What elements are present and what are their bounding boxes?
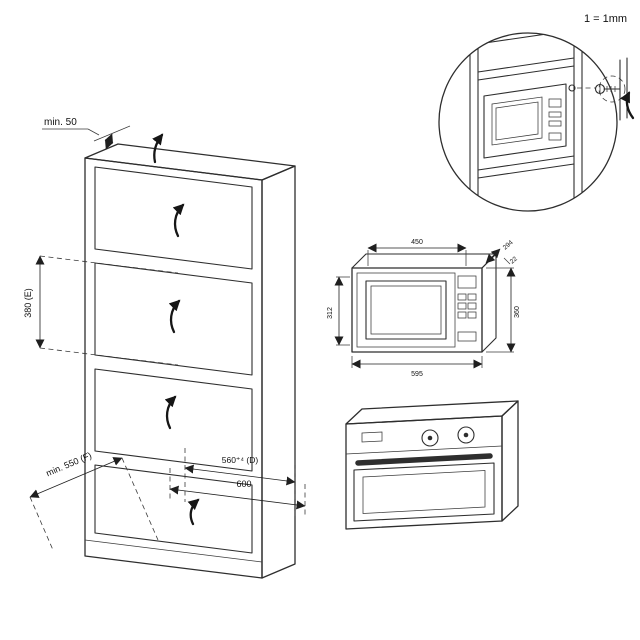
detail-circle-outline (438, 32, 618, 212)
dim-label-niche-height: 380 (E) (23, 288, 33, 318)
mw-iso-control-divider (345, 445, 503, 455)
cabinet-side-face (261, 165, 296, 579)
cabinet-opening-4 (94, 464, 253, 554)
screw-rotation-arrow (620, 91, 635, 120)
knob-icon (421, 429, 439, 447)
dim-line (503, 257, 511, 265)
mw-top-face (351, 253, 497, 269)
mw-control-panel (457, 275, 477, 342)
mw-door-window-inner (370, 285, 442, 335)
mw-iso-door-window (362, 470, 486, 514)
mw-button (457, 311, 467, 319)
extension-line (39, 347, 179, 366)
extension-line (39, 255, 179, 274)
dim-label-mw-left-height: 312 (327, 307, 334, 319)
cabinet-opening-2 (94, 262, 253, 376)
mw-door-window (365, 280, 447, 340)
airflow-arrow-4 (187, 498, 200, 526)
mw-button (467, 311, 477, 319)
dim-label-depth-min: min. 550 (F) (45, 450, 94, 478)
screw-highlight-circle (598, 75, 626, 103)
extension-line (121, 457, 159, 541)
airflow-arrow-2 (168, 299, 181, 334)
mw-front-frame (351, 267, 483, 353)
dimension-mw-top-width: 450 (367, 239, 467, 266)
dim-label-mw-top-width: 450 (411, 239, 423, 246)
mw-button (457, 293, 467, 301)
dim-label-niche-width: 560⁺⁴ (D) (222, 455, 259, 465)
cabinet-front-face (84, 157, 263, 579)
dimension-niche-height: 380 (E) (23, 255, 179, 366)
cabinet-plinth-line (84, 539, 263, 563)
dim-leader (87, 128, 100, 136)
knob-icon (457, 426, 475, 444)
dimension-outer-width: 600 (169, 468, 306, 518)
dimension-depth-min: min. 550 (F) (29, 450, 159, 551)
microwave-front-view: 450 294 22 360 312 595 (327, 239, 521, 378)
gap-arrow (104, 133, 114, 150)
dimension-mw-front-width: 595 (351, 356, 483, 378)
detail-microwave-front (483, 83, 567, 159)
dim-label-mw-height: 360 (514, 306, 521, 318)
dim-line (29, 457, 123, 498)
dim-label-mw-depth: 294 (502, 239, 515, 252)
mw-display (457, 275, 477, 289)
microwave-iso-view (345, 400, 519, 530)
dimension-mw-height: 360 (486, 267, 521, 353)
mw-open-button (457, 331, 477, 342)
dim-line (169, 485, 306, 510)
door-handle-bar (355, 453, 493, 466)
airflow-arrow-top (152, 133, 164, 164)
detail-cabinet-section (469, 33, 583, 211)
ceiling-line (93, 125, 131, 142)
scale-note: 1 = 1mm (584, 13, 627, 25)
dim-label-outer-width: 600 (236, 479, 251, 489)
mw-door (356, 272, 456, 348)
dimension-mw-offset: 22 (503, 255, 519, 266)
airflow-arrow-3 (164, 395, 177, 430)
dimension-top-clearance: min. 50 (42, 117, 131, 150)
dim-label-mw-offset: 22 (509, 255, 519, 265)
mw-button (457, 302, 467, 310)
mw-iso-door (353, 462, 495, 522)
dim-label-top-clearance: min. 50 (44, 117, 77, 128)
mw-iso-display (361, 431, 383, 443)
installation-detail-circle (438, 32, 635, 212)
mw-iso-top-face (345, 400, 519, 425)
screw-icon (594, 83, 621, 95)
mw-iso-side-face (501, 400, 519, 522)
mw-button (467, 302, 477, 310)
mw-iso-front-face (345, 415, 503, 530)
mounting-point-marker (568, 84, 576, 92)
mw-button (467, 293, 477, 301)
extension-line (29, 496, 54, 551)
mw-side-face (481, 253, 497, 353)
dim-line (184, 464, 296, 486)
mounting-screw-detail (594, 57, 635, 121)
airflow-arrow-1 (172, 203, 185, 238)
cabinet-view: min. 50 380 (E) min. 550 (F) 560⁺⁴ (D) (23, 117, 306, 579)
dim-line (485, 248, 501, 264)
dimension-mw-left-height: 312 (327, 276, 350, 346)
cabinet-opening-1 (94, 166, 253, 270)
dim-label-mw-front-width: 595 (411, 371, 423, 378)
